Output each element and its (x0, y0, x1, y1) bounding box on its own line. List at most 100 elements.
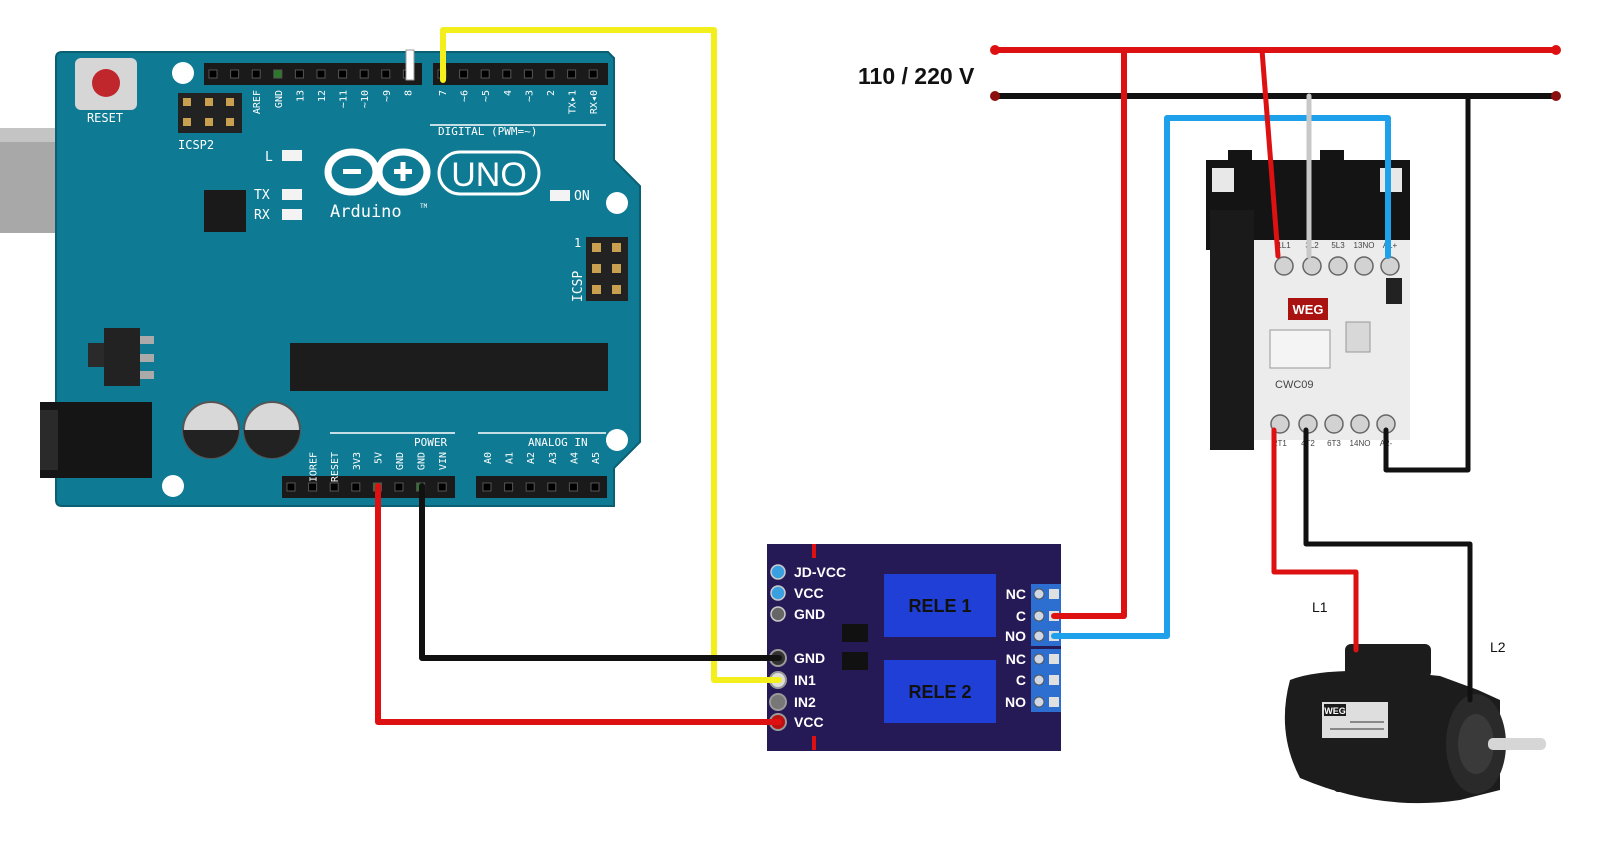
relay-pin-label: IN1 (794, 672, 816, 688)
terminal-label: NC (1006, 586, 1026, 602)
board-pcb (55, 51, 641, 507)
header-pin-hole (547, 482, 557, 492)
power-pin-label: GND (417, 452, 428, 470)
contactor-side (1210, 210, 1254, 450)
icsp2-label: ICSP2 (178, 138, 214, 152)
analog-pin-label: A2 (526, 452, 537, 464)
contactor-terminal (1274, 256, 1294, 276)
mounting-hole (606, 192, 628, 214)
led-l-label: L (265, 150, 273, 165)
arduino-logo (324, 148, 541, 196)
header-pin-hole (523, 69, 533, 79)
power-label: POWER (414, 436, 447, 449)
digital-pin-label: AREF (252, 90, 263, 114)
contactor-terminal-label: 3L2 (1305, 241, 1319, 250)
header-pin-hole (359, 69, 369, 79)
electric-motor: WEG (1284, 644, 1546, 804)
terminal-label: C (1016, 608, 1026, 624)
supply-voltage-label: 110 / 220 V (858, 63, 975, 89)
digital-pin-label: ~9 (382, 90, 393, 102)
digital-pin-label: ~11 (339, 90, 350, 108)
atmega-chip (290, 343, 608, 391)
terminal-label: C (1016, 672, 1026, 688)
screw-terminal (1033, 630, 1045, 642)
contactor-l1-feed (1259, 47, 1281, 259)
contactor-model: CWC09 (1275, 379, 1314, 391)
supply-bus (990, 45, 1561, 101)
motor-l2-label: L2 (1490, 639, 1506, 655)
contactor-terminal (1354, 256, 1374, 276)
screw-terminal (1033, 696, 1045, 708)
header-pin-hole (308, 482, 318, 492)
contactor-terminal (1302, 256, 1322, 276)
motor-l1-label: L1 (1312, 599, 1328, 615)
relay-1 (884, 574, 996, 637)
signal-wire-yellow (440, 27, 782, 683)
header-pin-hole (545, 69, 555, 79)
header-pin-hole (273, 69, 283, 79)
relay-pin-label: IN2 (794, 694, 816, 710)
analog-pin-label: A1 (505, 452, 516, 464)
voltage-regulator (88, 328, 154, 386)
screw-terminal (1033, 674, 1045, 686)
contactor-terminal-label: 14NO (1350, 439, 1371, 448)
motor-l1-wire (1271, 427, 1359, 653)
coil-return-wire (1383, 93, 1471, 473)
digital-pin-label: ~5 (481, 90, 492, 102)
contactor-terminal (1324, 414, 1344, 434)
digital-pin-label: 7 (438, 90, 449, 96)
header-pin-hole (286, 482, 296, 492)
contactor-terminal (1380, 256, 1400, 276)
contactor-terminal-label: 1L1 (1277, 241, 1291, 250)
logo-tm: TM (420, 203, 428, 210)
contactor-brand-badge (1288, 298, 1328, 320)
header-pin-hole (504, 482, 514, 492)
mounting-hole (172, 62, 194, 84)
logo-model: UNO (451, 156, 527, 194)
power-pin-label: GND (395, 452, 406, 470)
led-on-label: ON (574, 189, 590, 204)
digital-label: DIGITAL (PWM=~) (438, 125, 537, 138)
contactor-terminal-label: 5L3 (1331, 241, 1345, 250)
analog-label: ANALOG IN (528, 436, 588, 449)
ground-wire-black (419, 483, 782, 661)
analog-pin-label: A4 (569, 452, 580, 464)
header-pin-hole (502, 69, 512, 79)
contactor-terminal-label: 6T3 (1327, 439, 1341, 448)
power-header (282, 476, 455, 498)
motor-junction-box (1345, 644, 1431, 678)
led-tx-label: TX (254, 188, 270, 203)
header-pin-hole (294, 69, 304, 79)
motor-brand: WEG (1324, 706, 1346, 716)
relay-1-label: RELE 1 (908, 596, 971, 616)
digital-pin-label: 12 (317, 90, 328, 102)
digital-pin-label: 4 (503, 90, 514, 96)
header-pin-hole (437, 482, 447, 492)
power-pin-label: 3V3 (352, 452, 363, 470)
header-pin-hole (351, 482, 361, 492)
wires (375, 27, 1473, 725)
icsp-header (586, 237, 628, 301)
digital-pin-label: 13 (295, 90, 306, 102)
header-pin-hole (568, 482, 578, 492)
relay-input-pin (769, 693, 787, 711)
header-pin-hole (588, 69, 598, 79)
digital-pin-label: TX▸1 (568, 90, 579, 114)
power-pin-label: RESET (330, 452, 341, 482)
power-pin-label: 5V (373, 452, 384, 464)
screw-terminal (1033, 610, 1045, 622)
contactor-terminal-label: 2T1 (1273, 439, 1287, 448)
analog-pin-label: A0 (483, 452, 494, 464)
led-rx-label: RX (254, 208, 270, 223)
header-pin-hole (525, 482, 535, 492)
icsp2-header (178, 93, 242, 133)
digital-pin-label: RX◂0 (589, 90, 600, 114)
relay-pin-label: JD-VCC (794, 564, 846, 580)
screw-terminal (1033, 653, 1045, 665)
digital-pin-label: ~10 (360, 90, 371, 108)
header-pin-hole (208, 69, 218, 79)
header-pin-hole (567, 69, 577, 79)
header-pin-hole (590, 482, 600, 492)
icsp-pin1-label: 1 (574, 236, 581, 250)
